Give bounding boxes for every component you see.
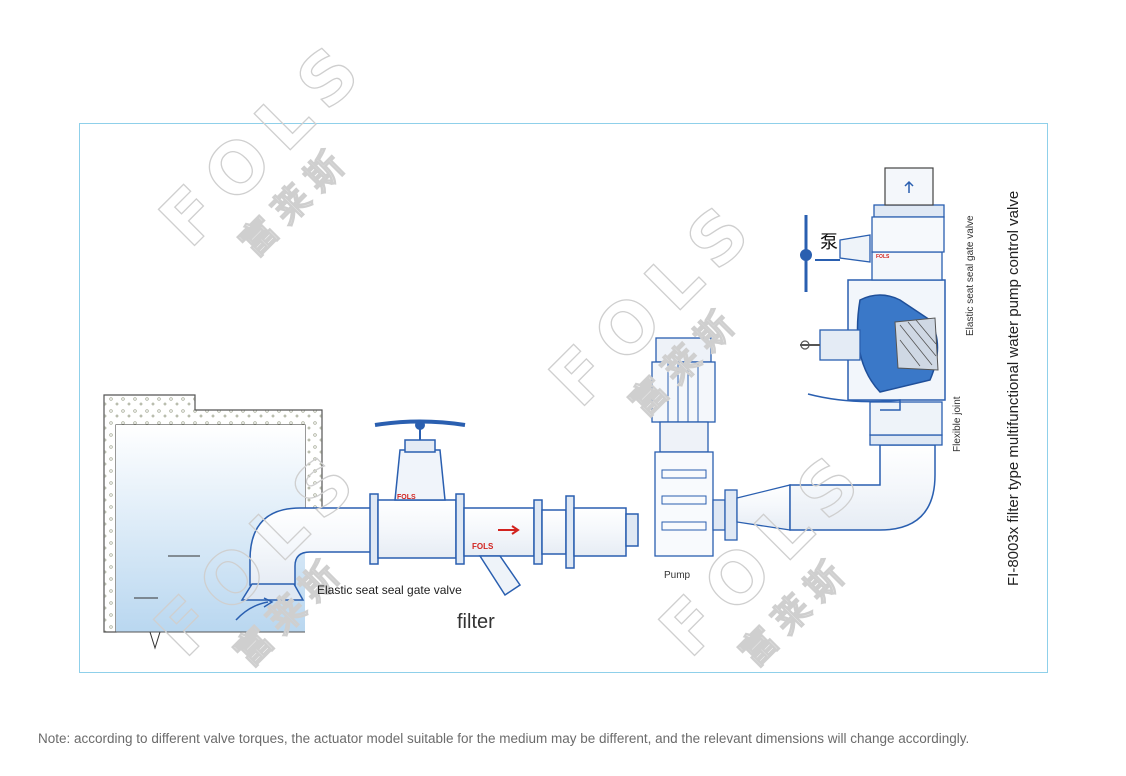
footer-note: Note: according to different valve torqu…: [38, 731, 970, 746]
pump-cn-label: 泵: [820, 232, 838, 253]
y-filter: [463, 495, 639, 597]
top-valve-badge: FOLS: [876, 254, 890, 260]
pump-label: Pump: [664, 570, 691, 581]
discharge-pipe: [724, 434, 943, 541]
gate-valve-badge: FOLS: [397, 494, 416, 501]
watermark-logos: FOLS 富莱斯 FOLS 富莱斯 FOLS 富莱斯 FOLS 富莱斯: [138, 21, 885, 676]
main-title-vertical: FI-8003x filter type multifunctional wat…: [1005, 190, 1022, 586]
elastic-valve-vertical-label: Elastic seat seal gate valve: [965, 215, 976, 336]
control-valve: [800, 167, 946, 436]
gate-valve: [369, 419, 466, 565]
gate-valve-label: Elastic seat seal gate valve: [317, 583, 462, 597]
vertical-pump: [651, 337, 726, 557]
filter-badge: FOLS: [472, 542, 494, 551]
filter-label: filter: [457, 611, 495, 633]
flexible-joint-label: Flexible joint: [952, 396, 963, 452]
